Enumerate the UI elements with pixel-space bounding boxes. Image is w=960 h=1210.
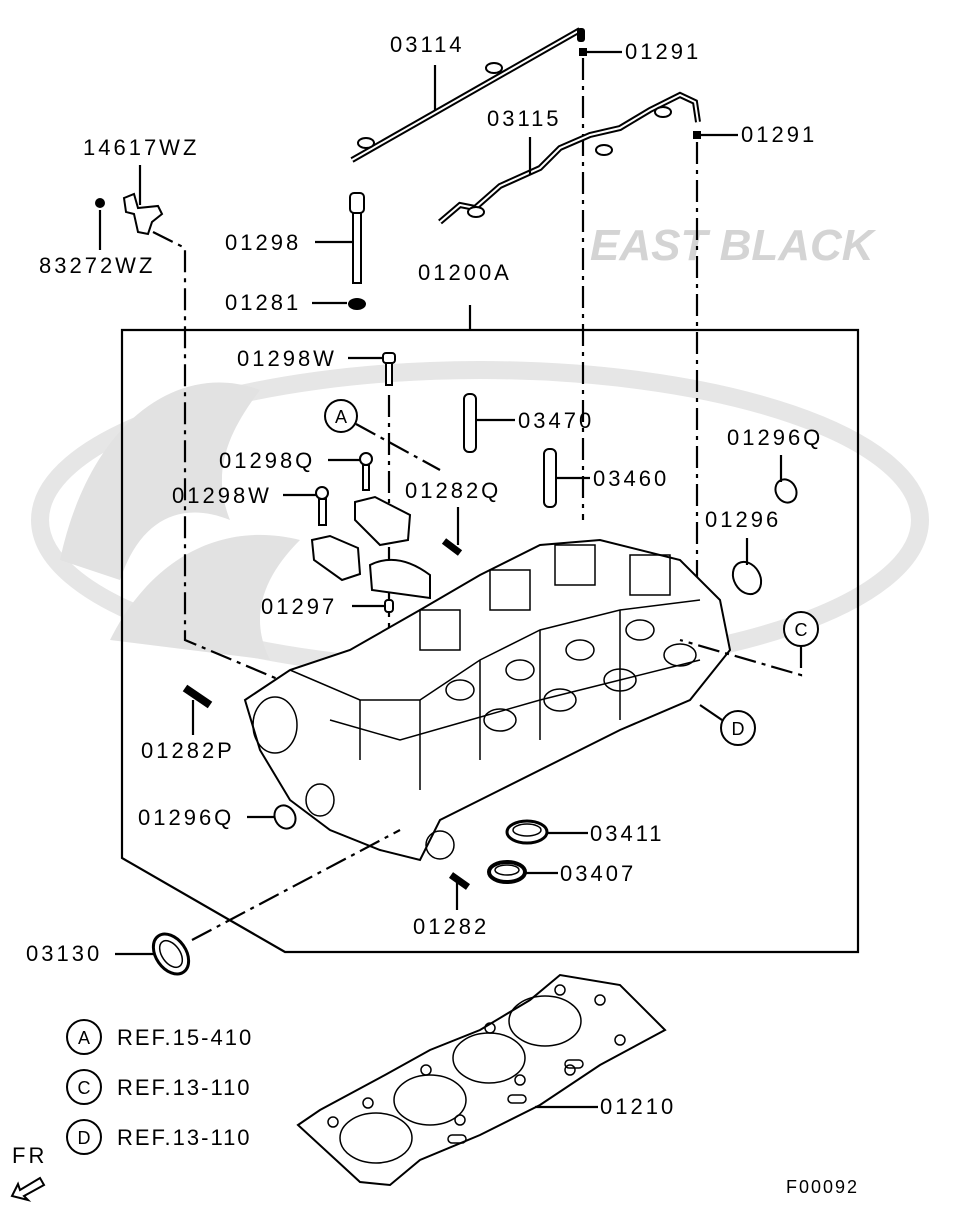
plug-01296Q-left bbox=[273, 804, 297, 830]
label-01282Q: 01282Q bbox=[405, 478, 501, 503]
front-arrow-icon bbox=[10, 1176, 46, 1202]
label-01298: 01298 bbox=[225, 230, 301, 255]
cylinder-head bbox=[243, 538, 732, 862]
reference-legend: A REF.15-410 C REF.13-110 D REF.13-110 bbox=[66, 1019, 253, 1155]
label-01296Q-right: 01296Q bbox=[727, 425, 823, 450]
legend-key-C: C bbox=[78, 1078, 91, 1098]
label-01296Q-left: 01296Q bbox=[138, 805, 234, 830]
label-03130: 03130 bbox=[26, 941, 102, 966]
label-03411: 03411 bbox=[590, 821, 665, 846]
bolt-01298Q bbox=[359, 452, 373, 491]
legend-callout-A bbox=[66, 1019, 102, 1055]
cylinder-head-frame bbox=[120, 328, 860, 954]
label-83272WZ: 83272WZ bbox=[39, 253, 155, 278]
leader-D bbox=[699, 704, 723, 721]
bolt-01298W-mid bbox=[315, 486, 329, 526]
label-01296: 01296 bbox=[705, 507, 781, 532]
legend-key-A: A bbox=[78, 1028, 90, 1048]
legend-callout-D bbox=[66, 1119, 102, 1155]
label-03460: 03460 bbox=[593, 466, 669, 491]
washer-01281 bbox=[348, 298, 366, 310]
pipe-03114 bbox=[350, 27, 585, 163]
legend-ref-D: REF.13-110 bbox=[117, 1125, 252, 1150]
label-03114: 03114 bbox=[390, 32, 465, 57]
bracket-14617WZ bbox=[122, 192, 164, 236]
legend-key-D: D bbox=[78, 1128, 91, 1148]
callout-D bbox=[720, 710, 756, 746]
label-03470: 03470 bbox=[518, 408, 594, 433]
seal-01291b bbox=[693, 131, 701, 139]
dashline-A bbox=[355, 423, 441, 471]
label-01298Q: 01298Q bbox=[219, 448, 315, 473]
stud-01282Q bbox=[441, 538, 463, 556]
bolt-01298 bbox=[349, 192, 365, 284]
label-01291a: 01291 bbox=[625, 39, 701, 64]
label-14617WZ: 14617WZ bbox=[83, 135, 199, 160]
legend-callout-C bbox=[66, 1069, 102, 1105]
label-01291b: 01291 bbox=[741, 122, 817, 147]
stud-01282P bbox=[182, 684, 213, 709]
oil-seal-03130 bbox=[151, 932, 191, 976]
label-01297: 01297 bbox=[261, 594, 337, 619]
bolt-83272WZ bbox=[95, 198, 105, 208]
label-01282P: 01282P bbox=[141, 738, 235, 763]
label-01200A: 01200A bbox=[418, 260, 512, 285]
label-03115: 03115 bbox=[487, 106, 562, 131]
dashline-C bbox=[679, 638, 803, 677]
tube-03460 bbox=[543, 448, 557, 508]
label-01210: 01210 bbox=[600, 1094, 676, 1119]
pipe-03115 bbox=[438, 91, 701, 225]
stud-01282 bbox=[448, 872, 471, 890]
label-03407: 03407 bbox=[560, 861, 636, 886]
dashline-bracket bbox=[152, 231, 281, 682]
tube-03470 bbox=[463, 393, 477, 453]
label-01281: 01281 bbox=[225, 290, 301, 315]
dashline-03130 bbox=[191, 829, 401, 941]
plug-01296 bbox=[731, 560, 763, 596]
plug-01296Q-right bbox=[774, 478, 798, 504]
label-01282: 01282 bbox=[413, 914, 489, 939]
figure-id: F00092 bbox=[786, 1177, 859, 1197]
label-01298W-top: 01298W bbox=[237, 346, 337, 371]
seal-01291a bbox=[579, 48, 587, 56]
legend-ref-A: REF.15-410 bbox=[117, 1025, 253, 1050]
callout-C-label: C bbox=[795, 620, 808, 640]
callout-A bbox=[324, 399, 358, 433]
cam-cap-mid bbox=[310, 534, 362, 582]
callout-A-label: A bbox=[335, 407, 347, 427]
dowel-01297 bbox=[384, 599, 394, 613]
callout-D-label: D bbox=[732, 719, 745, 739]
legend-ref-C: REF.13-110 bbox=[117, 1075, 252, 1100]
label-01298W-mid: 01298W bbox=[172, 483, 272, 508]
cam-cap-lower bbox=[368, 558, 431, 600]
head-gasket-01210 bbox=[296, 973, 667, 1187]
watermark-text: EAST BLACK bbox=[590, 221, 877, 270]
cam-cap-upper bbox=[354, 495, 412, 547]
front-label: FR bbox=[12, 1143, 47, 1168]
